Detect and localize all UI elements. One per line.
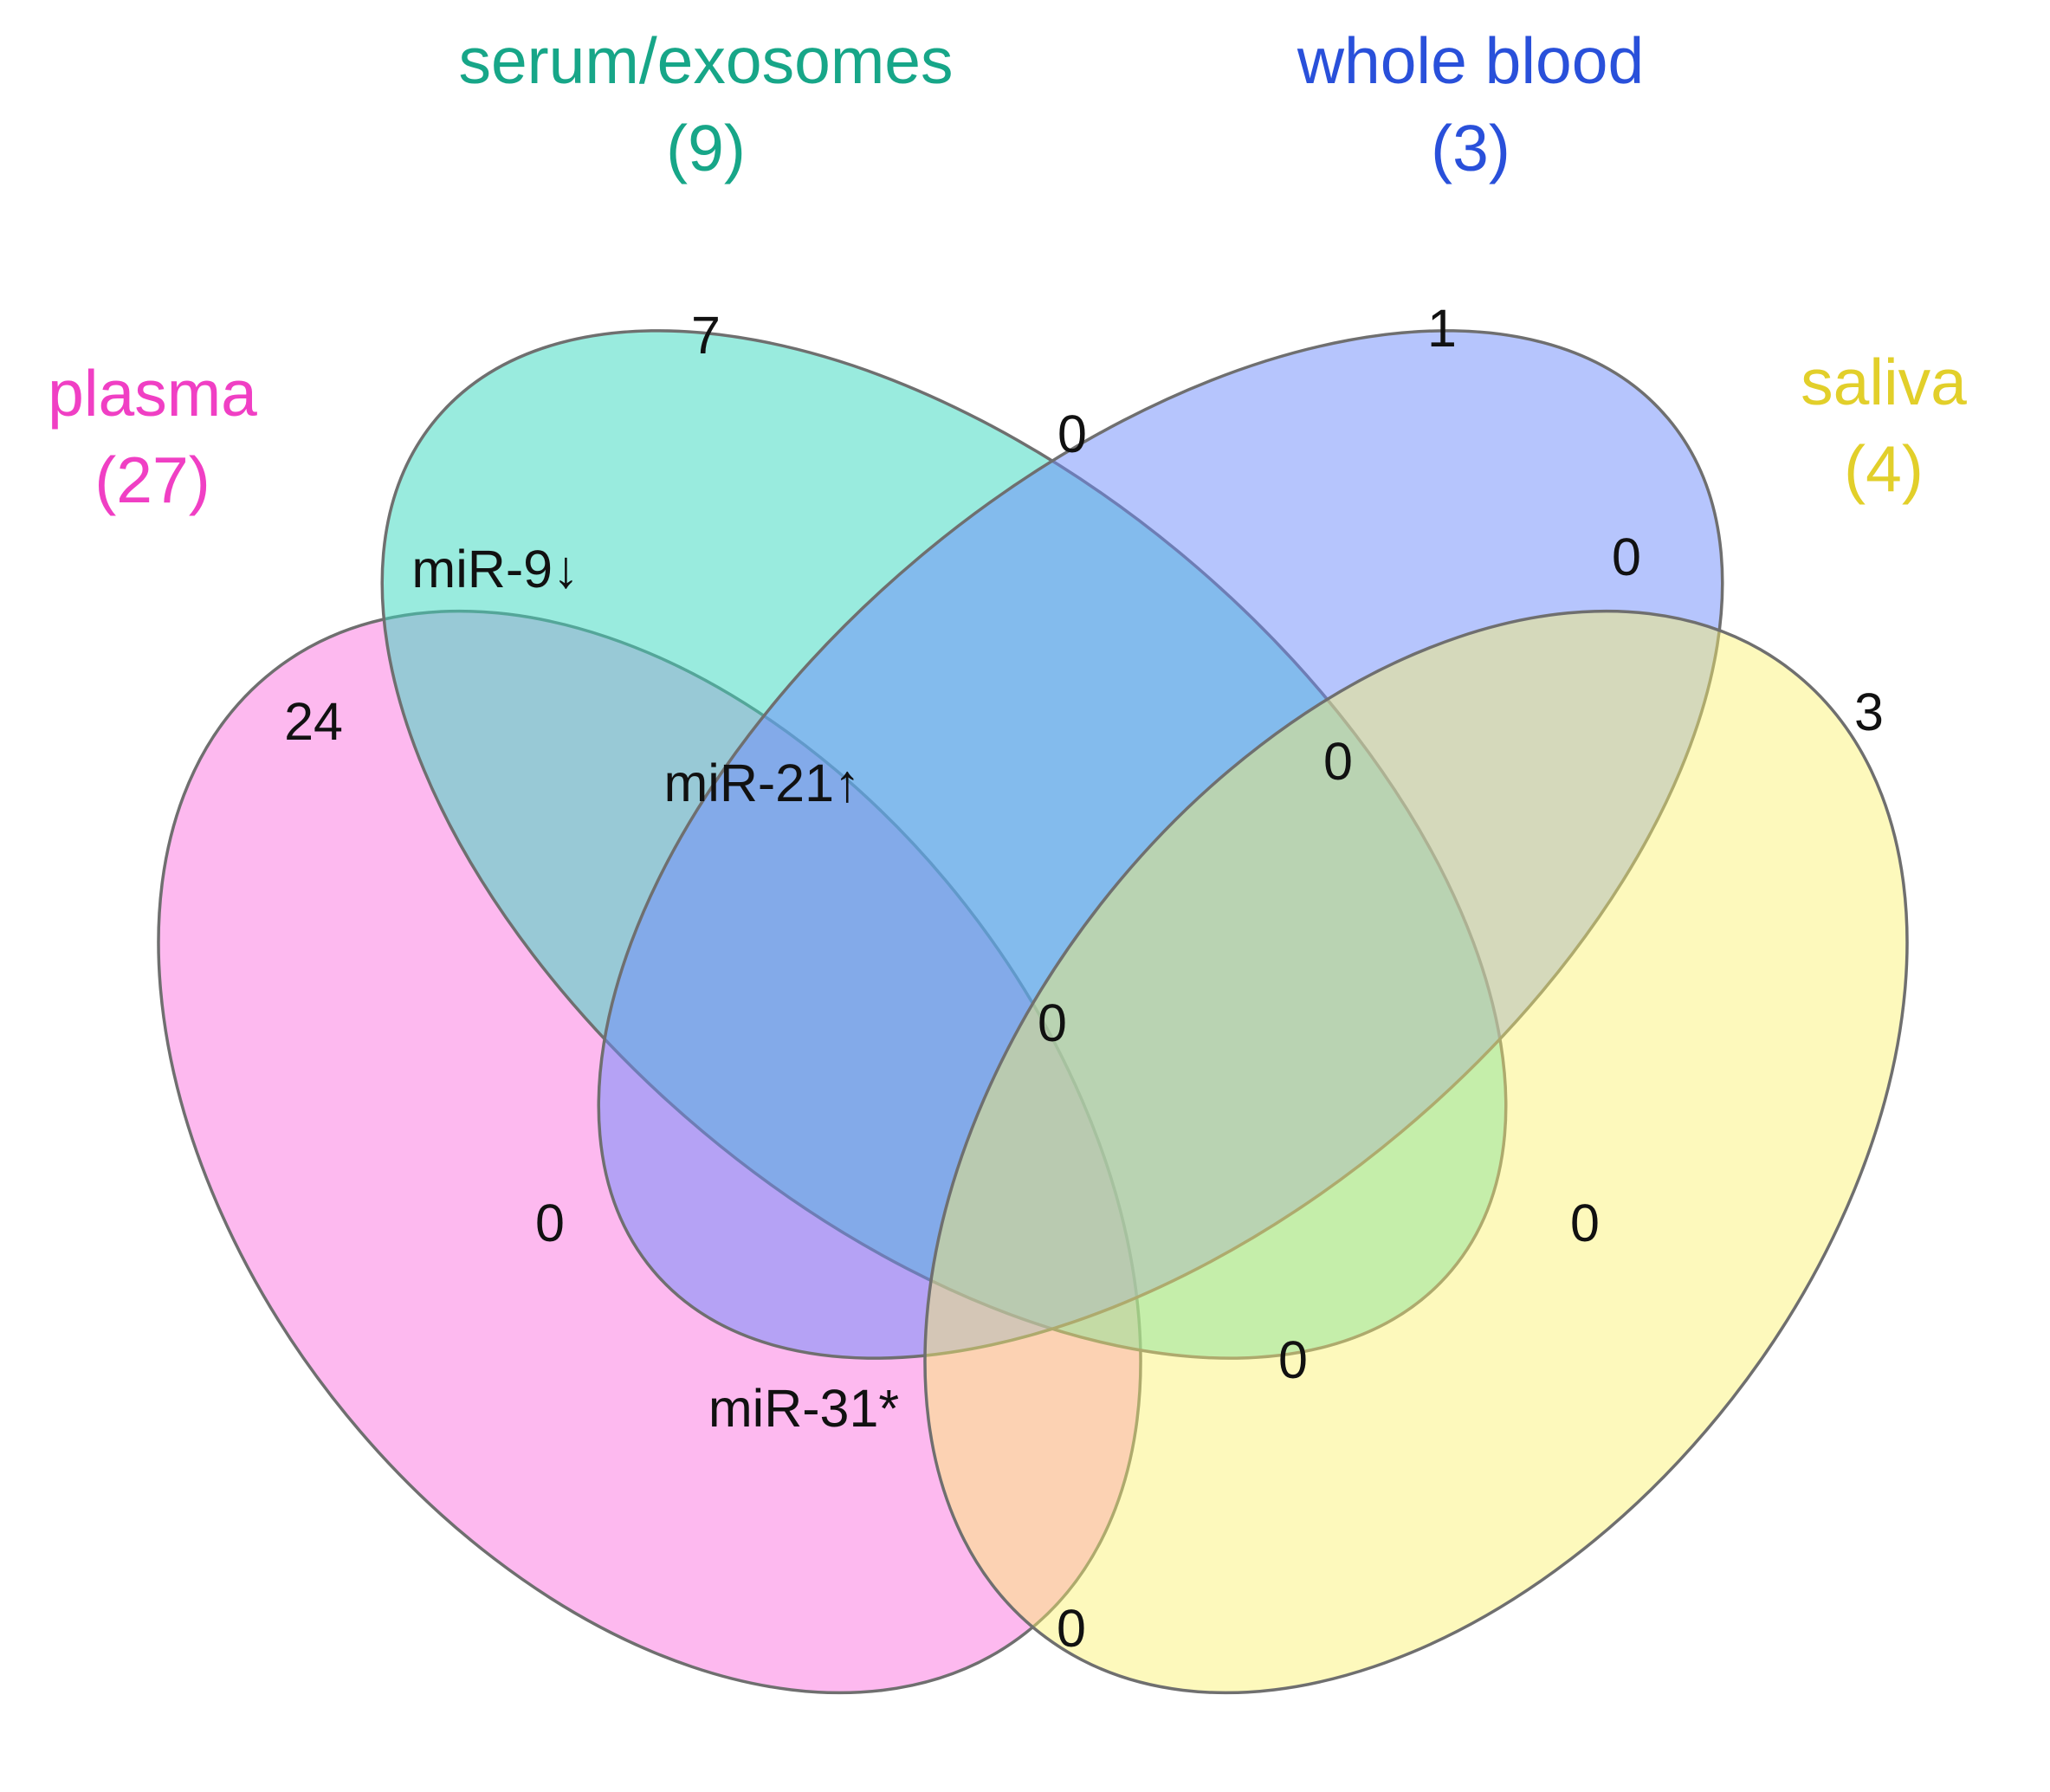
region-blood-saliva: 0 [1612, 527, 1641, 586]
region-plasma-blood-saliva: 0 [1278, 1330, 1308, 1389]
whole-blood-title: whole blood [1297, 24, 1644, 97]
region-saliva-only: 3 [1854, 683, 1884, 741]
region-plasma-saliva: 0 [1057, 1599, 1086, 1658]
serum-exosomes-title: serum/exosomes [458, 24, 953, 97]
region-plasma-serum: miR-9↓ [411, 540, 579, 598]
region-plasma-blood: 0 [535, 1194, 565, 1252]
region-serum-blood: 0 [1057, 404, 1087, 463]
saliva-ellipse [923, 609, 1909, 1695]
region-serum-only: 7 [691, 306, 721, 365]
region-whole-blood-only: 1 [1427, 299, 1457, 358]
saliva-title: saliva [1801, 346, 1967, 418]
region-serum-saliva: 0 [1570, 1194, 1600, 1252]
serum-exosomes-count: (9) [666, 112, 746, 184]
region-all-four: 0 [1038, 993, 1067, 1052]
set-ellipses [157, 329, 1909, 1695]
region-plasma-serum-blood: miR-21↑ [663, 754, 860, 812]
whole-blood-count: (3) [1431, 112, 1510, 184]
region-serum-blood-saliva: 0 [1323, 732, 1353, 791]
plasma-count: (27) [94, 443, 210, 516]
region-labels: 24 7 1 3 0 miR-9↓ miR-21↑ 0 0 0 0 0 miR-… [284, 299, 1884, 1658]
saliva-count: (4) [1844, 432, 1924, 505]
region-plasma-only: 24 [284, 692, 343, 751]
plasma-title: plasma [48, 357, 257, 430]
region-plasma-serum-saliva: miR-31* [708, 1379, 899, 1438]
set-titles: plasma (27) serum/exosomes (9) whole blo… [48, 24, 1967, 516]
whole-blood-ellipse [597, 329, 1724, 1360]
